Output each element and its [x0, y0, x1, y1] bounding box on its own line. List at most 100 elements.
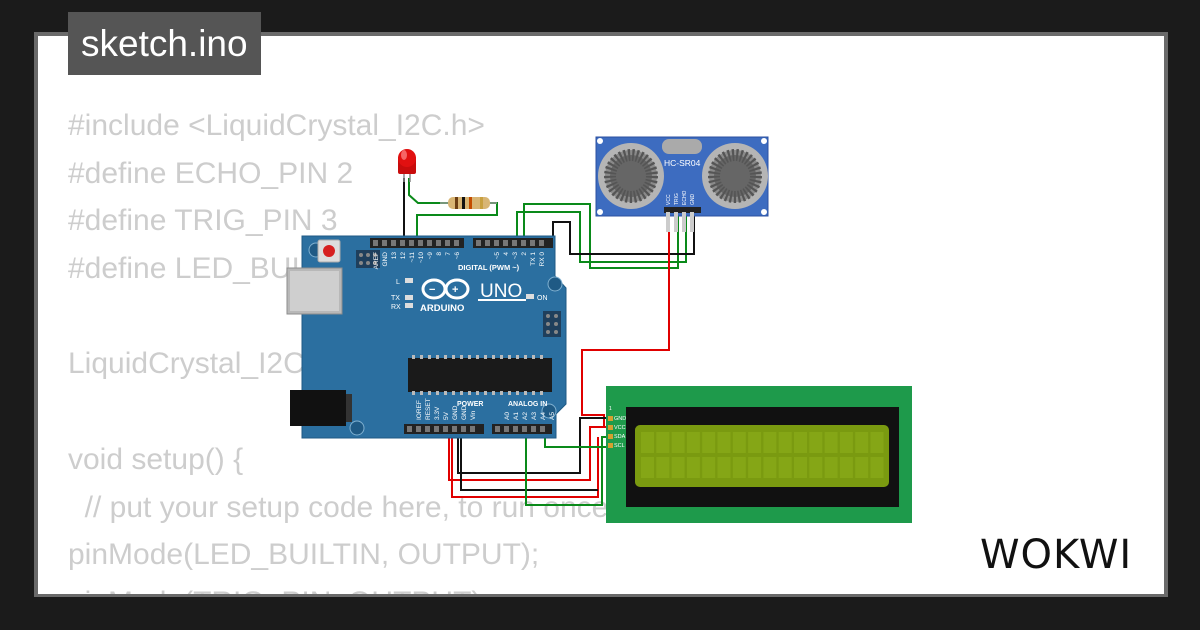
wire-lcd-sda [525, 428, 610, 506]
lcd-cell [855, 432, 869, 453]
pin-label: 3.3V [434, 406, 441, 420]
pin-label: ~10 [418, 252, 425, 263]
pin-label: 2 [521, 252, 528, 256]
lcd-cell [656, 457, 670, 478]
pin-label: GND [461, 405, 468, 420]
svg-text:−: − [429, 284, 435, 296]
pin-label: IOREF [416, 400, 423, 420]
lcd-cell [870, 457, 884, 478]
pin-label: 4 [503, 252, 510, 256]
lcd-cell [794, 457, 807, 478]
rx-led-label: RX [391, 304, 401, 311]
lcd-pin-label: SCL [614, 443, 625, 449]
sensor-transducer-left [598, 143, 664, 209]
power-jack [290, 390, 346, 426]
resistor[interactable] [440, 197, 497, 209]
lcd-cell [778, 457, 792, 478]
icsp-pins [359, 253, 377, 265]
wokwi-logo: WOKWI [980, 532, 1132, 576]
pin-label: TRIG [674, 193, 680, 205]
pin-label: ECHO [682, 190, 688, 205]
code-line[interactable]: void setup() { [68, 442, 244, 476]
pin-label: A5 [549, 412, 556, 420]
lcd-cell [717, 432, 731, 453]
preview-card: #include <LiquidCrystal_I2C.h> #define EC… [38, 36, 1164, 594]
pin-label: ~6 [454, 252, 461, 260]
lcd-cell [839, 457, 853, 478]
pin-label: GND [382, 252, 389, 267]
sensor-transducer-right [702, 143, 768, 209]
pin-label: A3 [531, 412, 538, 420]
atmega-chip [408, 358, 552, 392]
lcd-cell [748, 457, 762, 478]
pin-label: 5V [443, 411, 450, 420]
lcd-cell [732, 457, 746, 478]
wire-lcd-vcc [448, 426, 610, 481]
wokwi-logo-text: WOKWI [980, 532, 1132, 576]
lcd-cell [671, 457, 685, 478]
arduino-infinity-icon [421, 278, 470, 300]
pin-label: A2 [522, 412, 529, 420]
pin-label: 13 [391, 252, 398, 260]
pin-label: ~9 [427, 252, 434, 260]
code-line[interactable]: pinMode(TRIG_PIN, OUTPUT); [68, 579, 617, 594]
lcd-cell [794, 432, 807, 453]
board-brand: ARDUINO [420, 303, 464, 314]
code-line[interactable]: pinMode(LED_BUILTIN, OUTPUT); [68, 538, 540, 572]
pin-label: Vin [470, 410, 477, 420]
lcd-cell [717, 457, 731, 478]
code-line[interactable]: #include <LiquidCrystal_I2C.h> [68, 109, 485, 142]
lcd-character-grid [641, 432, 884, 478]
wire-gnd2 [460, 428, 598, 491]
wires [403, 178, 695, 506]
lcd-cell [809, 432, 823, 453]
file-tab[interactable]: sketch.ino [68, 12, 261, 75]
tx-led-label: TX [391, 295, 400, 302]
wire-sensor-vcc [581, 212, 670, 426]
svg-text:+: + [452, 284, 458, 296]
lcd-cell [855, 457, 869, 478]
lcd-cell [702, 457, 716, 478]
pin-label: ~11 [409, 252, 416, 263]
analog-header-label: ANALOG IN [508, 401, 547, 408]
pin-label: TX 1 [530, 252, 537, 266]
lcd-cell [870, 432, 884, 453]
lcd-cell [824, 457, 838, 478]
lcd-pin-one: 1 [609, 406, 612, 412]
red-led[interactable] [398, 149, 416, 182]
code-line[interactable]: #define ECHO_PIN 2 [68, 156, 354, 190]
digital-header-label: DIGITAL (PWM ~) [458, 263, 520, 272]
lcd-cell [839, 432, 853, 453]
lcd-cell [686, 432, 700, 453]
lcd-cell [686, 457, 700, 478]
rx-led [405, 303, 413, 308]
lcd-pin-label: GND [614, 416, 626, 422]
wire-sensor-gnd [552, 212, 695, 255]
pin-label: 8 [436, 252, 443, 256]
pin-label: A4 [540, 412, 547, 420]
power-header-label: POWER [457, 401, 483, 408]
lcd-cell [763, 457, 777, 478]
pin-label: AREF [373, 252, 380, 269]
tx-led [405, 295, 413, 300]
lcd-cell [671, 432, 685, 453]
sensor-name: HC-SR04 [664, 158, 701, 168]
pin-label: RX 0 [539, 252, 546, 267]
pin-label: 12 [400, 252, 407, 260]
lcd-cell [641, 432, 654, 453]
pin-label: VCC [666, 194, 672, 205]
lcd-cell [778, 432, 792, 453]
wire-trig [523, 203, 679, 269]
lcd-pin-label: SDA [614, 434, 626, 440]
pin-label: A0 [504, 412, 511, 420]
wire-led-resistor [408, 178, 448, 204]
code-line[interactable]: #define TRIG_PIN 3 [68, 204, 338, 238]
